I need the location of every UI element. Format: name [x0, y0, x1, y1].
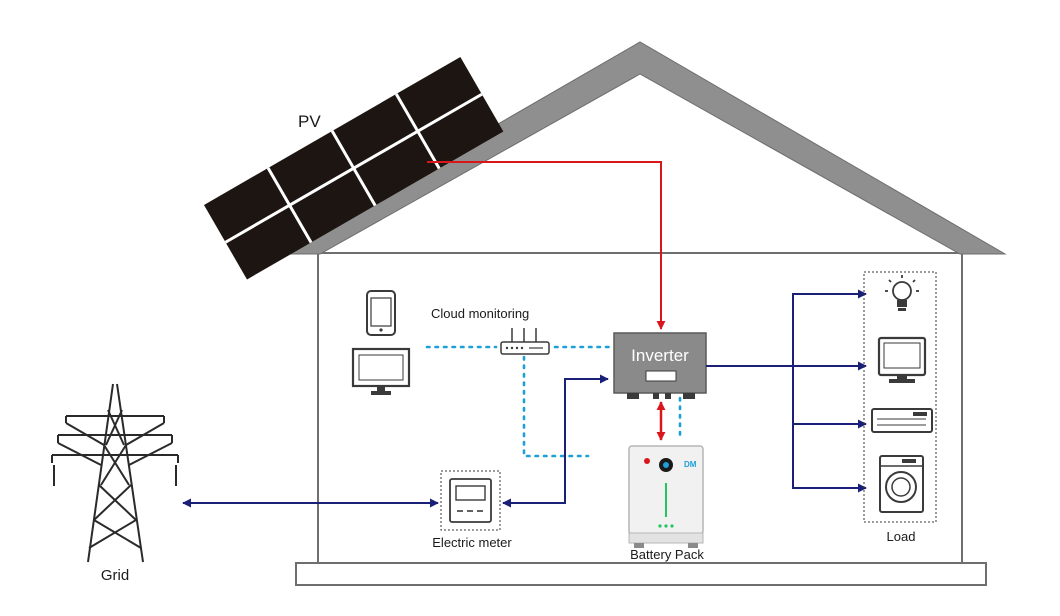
desktop-monitor-icon — [351, 347, 411, 395]
house-foundation — [295, 562, 987, 586]
house-roof — [271, 41, 1007, 255]
pv-label: PV — [298, 112, 321, 131]
battery-pack: DM — [628, 445, 704, 548]
router-icon — [500, 328, 550, 355]
transmission-tower-icon — [51, 383, 179, 563]
light-bulb-icon — [885, 275, 919, 311]
ac-power-lines — [182, 289, 867, 508]
smartphone-icon — [366, 290, 396, 336]
air-conditioner-icon — [871, 408, 933, 433]
washing-machine-icon — [879, 455, 924, 513]
pv-to-inverter-line — [427, 161, 666, 330]
load-label: Load — [887, 529, 916, 544]
cloud-monitoring-label: Cloud monitoring — [431, 306, 529, 321]
inverter-unit — [613, 332, 707, 399]
battery-pack-label: Battery Pack — [630, 547, 704, 562]
load-group-box — [863, 271, 937, 523]
battery-brand-logo: DM — [684, 460, 697, 469]
electric-meter — [440, 470, 501, 531]
inverter-label: Inverter — [631, 346, 689, 365]
pv-panel-array — [204, 57, 504, 280]
tv-icon — [877, 336, 927, 383]
electric-meter-label: Electric meter — [432, 535, 512, 550]
grid-label: Grid — [101, 567, 129, 584]
